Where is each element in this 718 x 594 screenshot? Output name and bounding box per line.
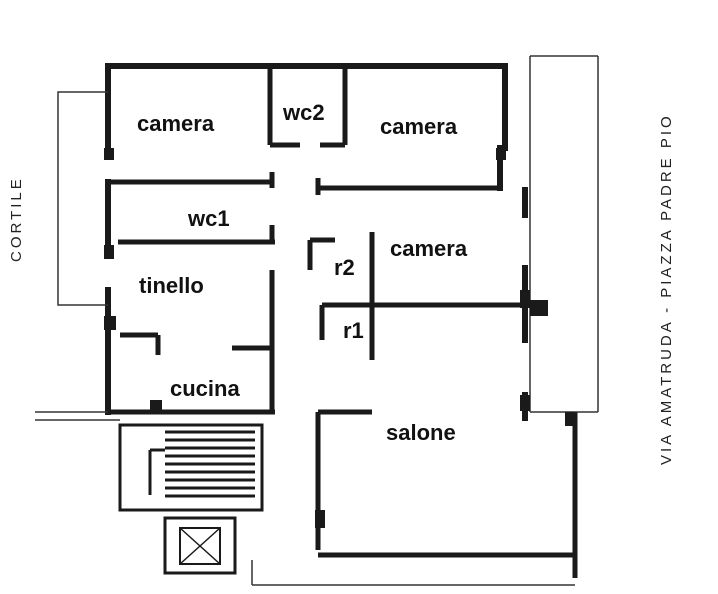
street-label-via-amatruda: VIA AMATRUDA - PIAZZA PADRE PIO bbox=[658, 113, 675, 465]
interior-walls bbox=[108, 66, 578, 578]
room-label-r1: r1 bbox=[343, 318, 364, 343]
room-label-cucina: cucina bbox=[170, 376, 240, 401]
elevator bbox=[163, 516, 237, 575]
room-label-wc1: wc1 bbox=[188, 206, 230, 231]
room-label-r2: r2 bbox=[334, 255, 355, 280]
thin-lines bbox=[35, 55, 599, 586]
room-label-tinello: tinello bbox=[139, 273, 204, 298]
room-label-camera-middle: camera bbox=[390, 236, 468, 261]
room-label-salone: salone bbox=[386, 420, 456, 445]
stairwell bbox=[118, 423, 264, 512]
room-label-camera-top-right: camera bbox=[380, 114, 458, 139]
room-label-camera-top-left: camera bbox=[137, 111, 215, 136]
street-label-cortile: CORTILE bbox=[8, 176, 25, 262]
room-label-wc2: wc2 bbox=[283, 100, 325, 125]
door-stubs bbox=[104, 148, 575, 528]
